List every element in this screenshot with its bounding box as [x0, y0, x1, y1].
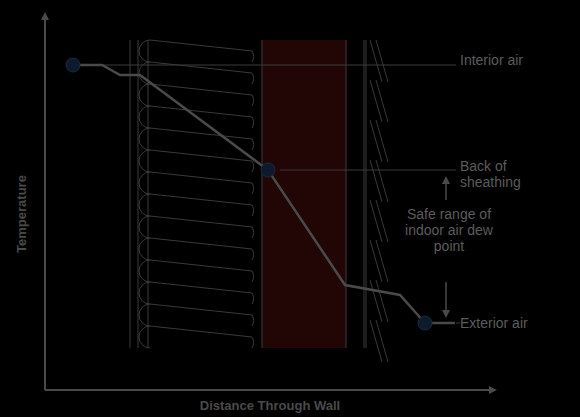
axes — [45, 14, 495, 390]
point-label: Interior air — [460, 52, 530, 68]
axis-title: Temperature — [14, 164, 30, 264]
sheathing-band — [262, 40, 346, 348]
point-label: Back of sheathing — [460, 158, 538, 190]
siding — [366, 40, 388, 362]
range-label: Safe range of indoor air dew point — [398, 206, 500, 254]
wall-layers — [130, 40, 364, 348]
leader-lines — [100, 65, 460, 323]
axis-title: Distance Through Wall — [150, 398, 390, 414]
temperature-line — [73, 65, 455, 323]
point-label: Exterior air — [460, 315, 538, 331]
data-points — [66, 58, 432, 330]
